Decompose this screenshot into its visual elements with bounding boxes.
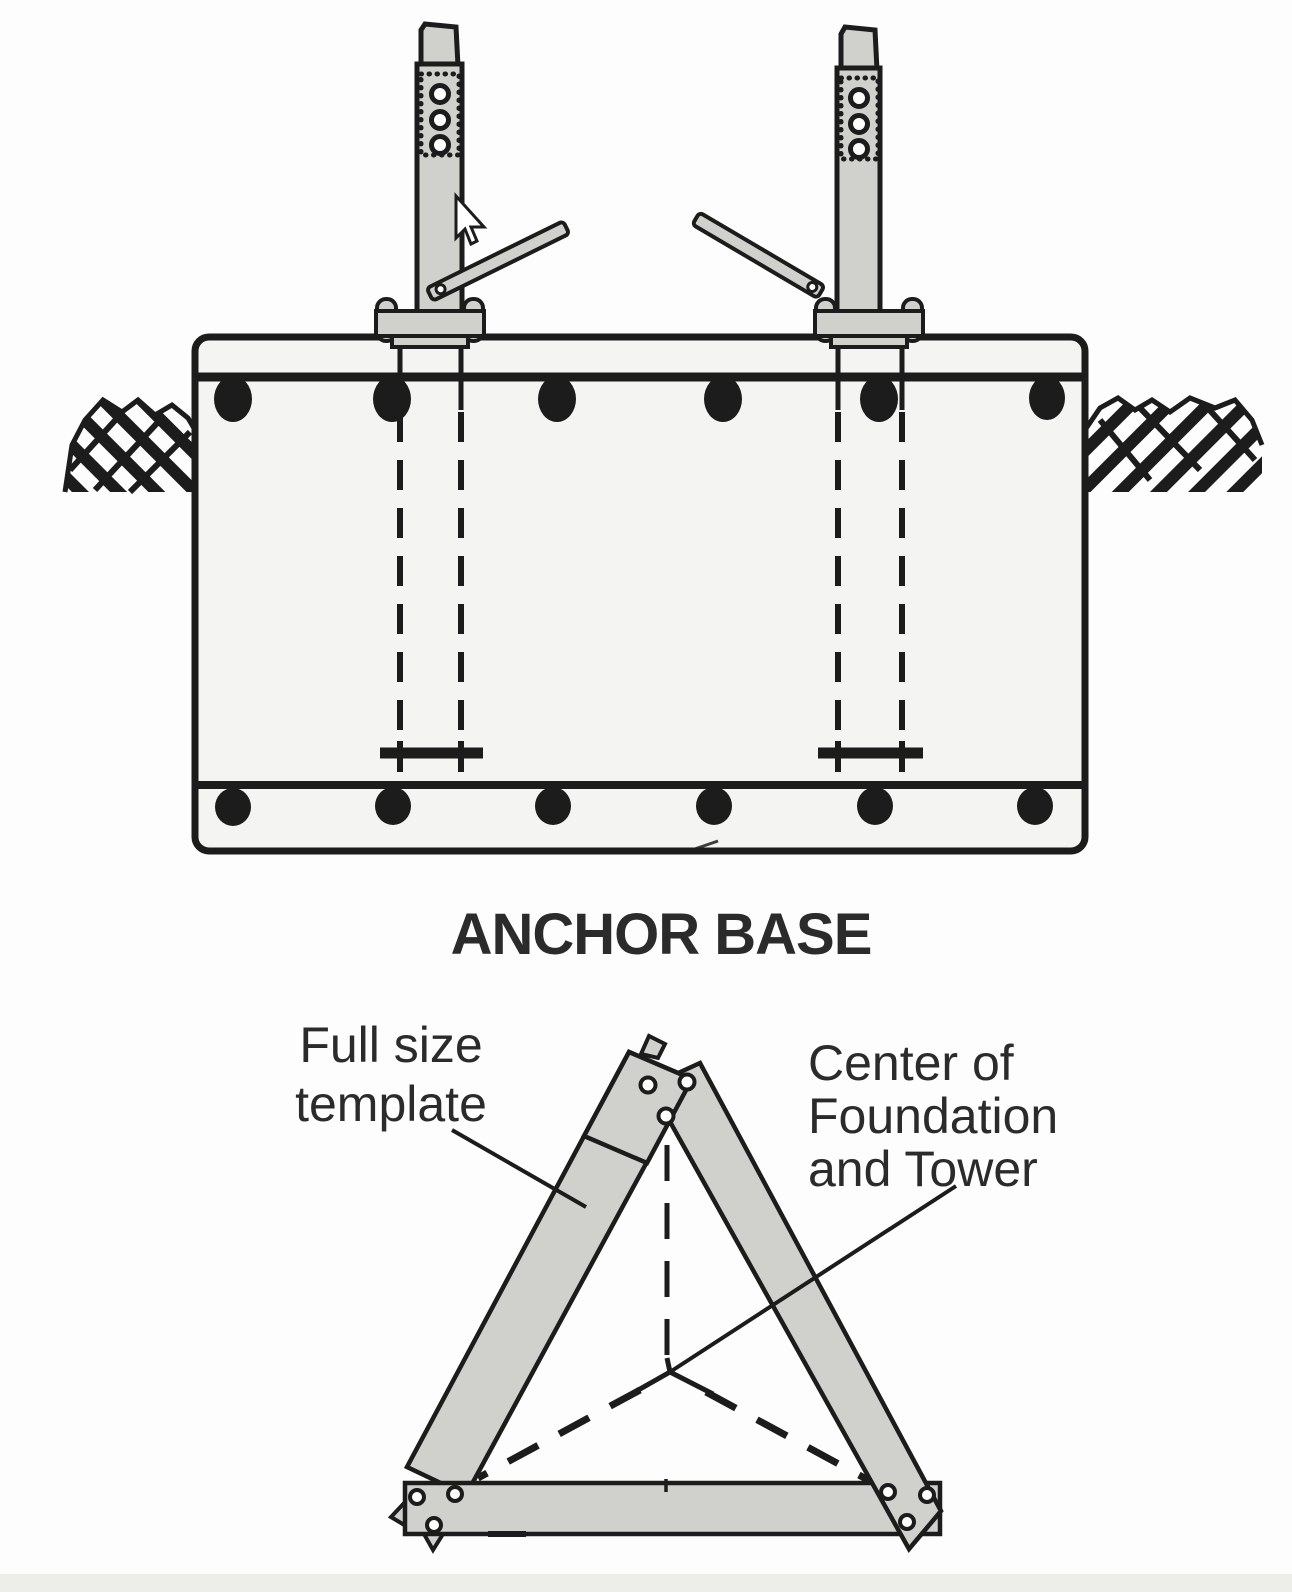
bolt-hole: [429, 83, 451, 105]
ground-hatch-right: [1082, 395, 1265, 492]
template-right-leg: [646, 1060, 944, 1553]
dashed-diagonal-right: [704, 1388, 872, 1485]
ground-hatch-left: [62, 396, 198, 495]
bolt-hole: [677, 1072, 697, 1092]
base-clamp-right: [813, 297, 925, 349]
bolt-hole: [638, 1075, 658, 1095]
bolt-hole: [879, 1483, 897, 1501]
label-line: Full size: [299, 1017, 482, 1073]
centerlines: [476, 1145, 872, 1485]
bolt-hole: [656, 1106, 676, 1126]
anchor-post-left: [374, 21, 570, 349]
dashed-diagonal-left: [476, 1386, 642, 1482]
bolt-hole: [898, 1513, 916, 1531]
crack-mark: [685, 839, 719, 854]
embedded-anchor-right: [818, 338, 923, 772]
bolt-hole: [408, 1488, 426, 1506]
label-line: and Tower: [808, 1141, 1038, 1197]
anchor-post-right: [691, 24, 925, 349]
section-caption: ANCHOR BASE: [451, 902, 872, 967]
label-line: Foundation: [808, 1088, 1058, 1144]
center-point-mark: [631, 1357, 715, 1397]
embedded-anchor-left: [380, 338, 483, 772]
bottom-rebar-row: [215, 787, 1053, 826]
cursor-icon: [454, 192, 488, 247]
foundation-cross-section: ANCHOR BASE: [62, 21, 1265, 967]
temporary-brace: [691, 211, 825, 299]
base-clamp-left: [374, 297, 486, 349]
label-line: Center of: [808, 1035, 1014, 1091]
bolt-hole: [848, 138, 870, 160]
template-bottom-bar: [387, 1479, 943, 1554]
tower-leg-stub: [418, 21, 461, 69]
bolt-hole: [425, 1516, 443, 1534]
bolt-hole: [848, 113, 870, 135]
bolt-hole: [848, 87, 870, 109]
bolt-hole: [429, 134, 451, 156]
footer-strip: [0, 1574, 1292, 1592]
label-line: template: [295, 1076, 487, 1132]
tower-leg-stub: [838, 24, 880, 73]
template-plan-view: Full size template Center of Foundation …: [295, 1017, 1058, 1554]
label-full-size-template: Full size template: [295, 1017, 487, 1132]
label-center-of-foundation: Center of Foundation and Tower: [808, 1035, 1058, 1197]
bolt-hole: [918, 1486, 936, 1504]
template-apex-plate: [580, 1033, 697, 1166]
concrete-footing: [191, 333, 1089, 855]
temporary-brace: [426, 220, 570, 302]
bolt-hole: [446, 1485, 464, 1503]
bolt-hole: [429, 109, 451, 131]
leader-center-of-foundation: [668, 1184, 958, 1374]
top-rebar-row: [214, 376, 1065, 422]
leader-full-size-template: [451, 1128, 587, 1209]
